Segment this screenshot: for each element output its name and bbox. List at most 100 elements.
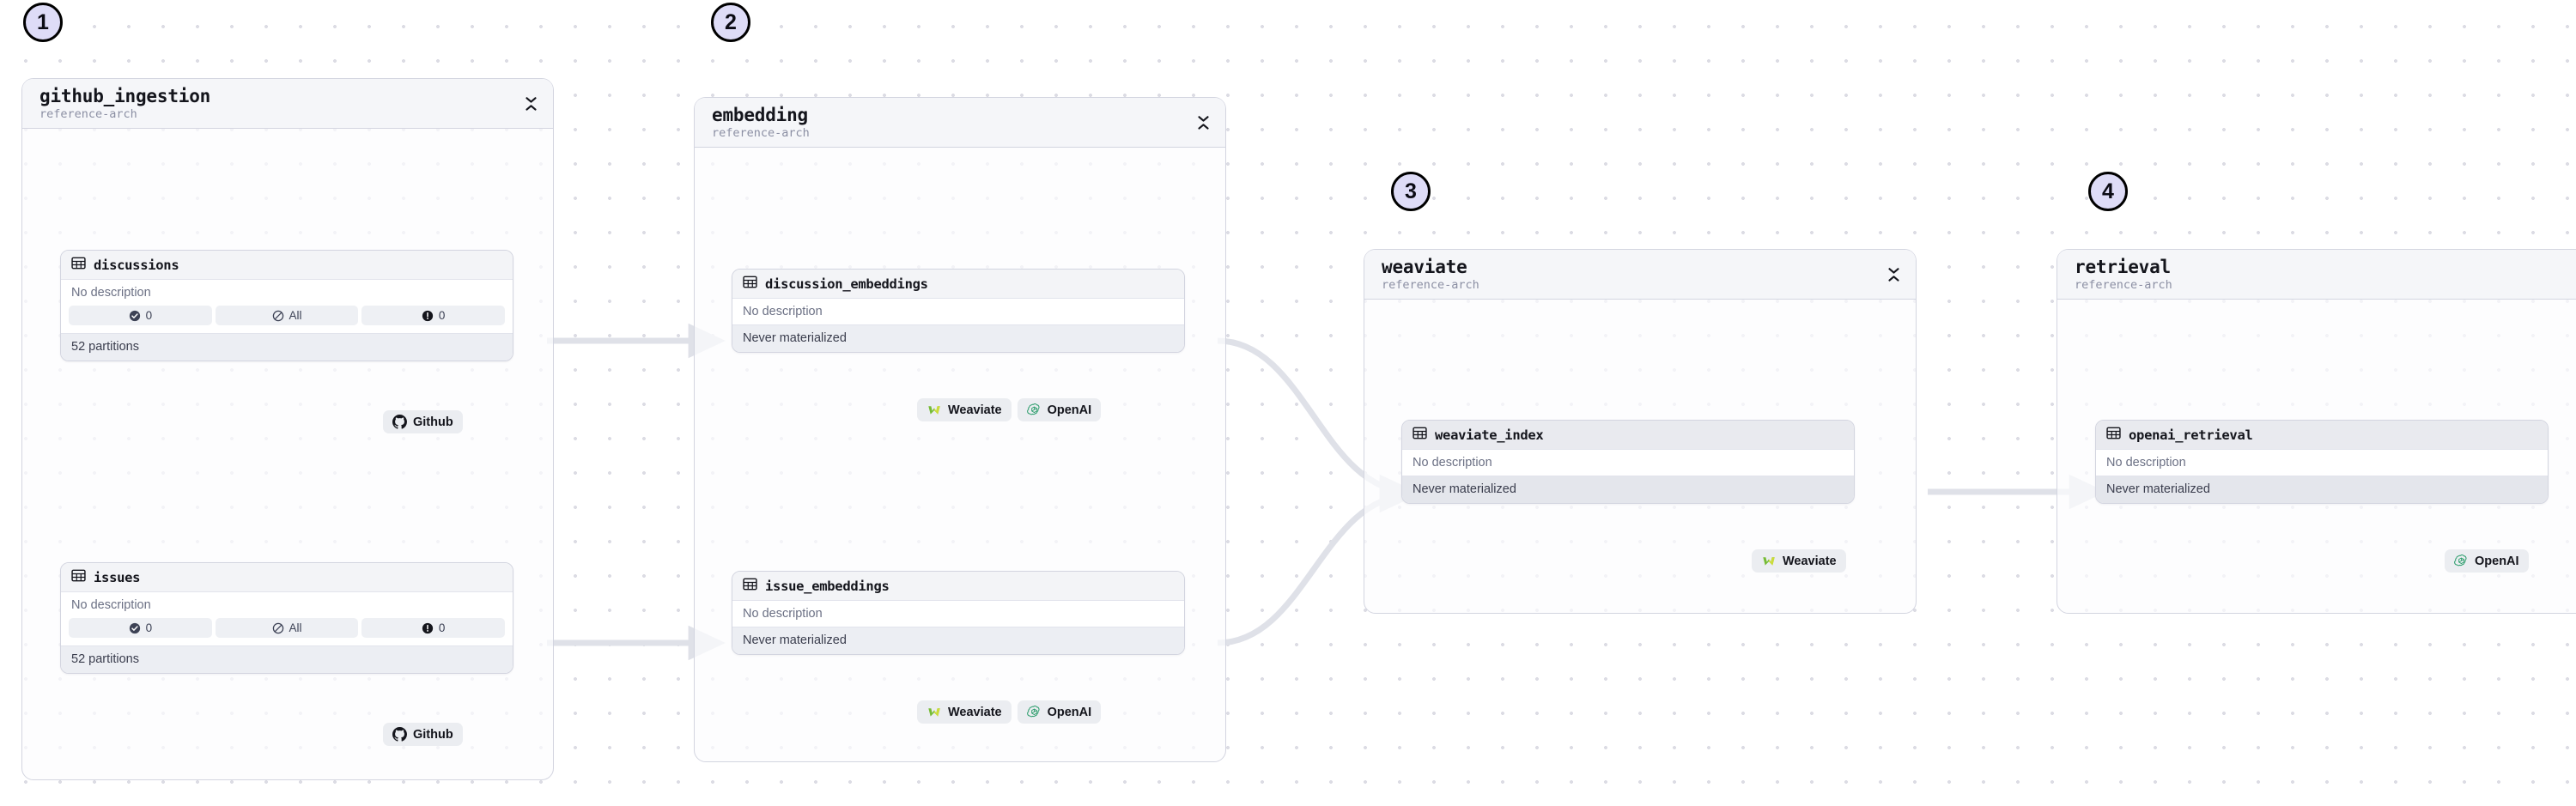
asset-header[interactable]: discussion_embeddings — [732, 270, 1184, 299]
asset-status-chips: 0 All 0 — [61, 618, 513, 645]
group-header[interactable]: weaviate reference-arch — [1364, 250, 1916, 300]
chevron-collapse-icon[interactable] — [523, 94, 538, 114]
tag-label: OpenAI — [2475, 554, 2519, 568]
group-title: github_ingestion — [39, 86, 211, 106]
asset-name: issue_embeddings — [765, 578, 890, 594]
asset-footer: Never materialized — [1402, 476, 1854, 503]
chip-label: All — [289, 309, 302, 322]
tag-label: OpenAI — [1047, 403, 1092, 417]
asset-node-openai-retrieval[interactable]: openai_retrieval No description Never ma… — [2095, 420, 2549, 504]
chip-failed-count[interactable]: 0 — [361, 618, 506, 638]
chip-label: 0 — [438, 621, 446, 634]
group-header[interactable]: retrieval reference-arch — [2057, 250, 2576, 300]
tag-weaviate[interactable]: Weaviate — [917, 700, 1012, 724]
asset-status-chips: 0 All 0 — [61, 306, 513, 333]
group-subtitle: reference-arch — [1382, 278, 1479, 292]
tag-label: Weaviate — [1783, 554, 1837, 568]
tag-label: Github — [413, 727, 453, 742]
table-icon — [71, 256, 86, 275]
chevron-collapse-icon[interactable] — [1195, 112, 1211, 133]
asset-description: No description — [61, 592, 513, 618]
group-subtitle: reference-arch — [39, 107, 137, 121]
chip-label: 0 — [145, 309, 153, 322]
asset-tags-discussions: Github — [383, 410, 463, 433]
asset-header[interactable]: issues — [61, 563, 513, 592]
asset-footer: 52 partitions — [61, 645, 513, 673]
asset-footer: 52 partitions — [61, 333, 513, 361]
chip-missing-count[interactable]: All — [215, 618, 359, 638]
slashed-circle-icon — [272, 310, 283, 321]
table-icon — [1413, 426, 1427, 445]
chip-failed-count[interactable]: 0 — [361, 306, 506, 325]
step-badge-3: 3 — [1391, 172, 1431, 211]
chip-materialized-count[interactable]: 0 — [69, 306, 212, 325]
tag-github[interactable]: Github — [383, 410, 463, 433]
asset-header[interactable]: openai_retrieval — [2096, 421, 2548, 450]
openai-icon — [2454, 554, 2469, 568]
asset-description: No description — [61, 280, 513, 306]
asset-name: issues — [94, 569, 141, 585]
asset-name: weaviate_index — [1435, 427, 1544, 443]
chip-label: 0 — [145, 621, 153, 634]
table-icon — [2106, 426, 2121, 445]
step-badge-1: 1 — [23, 3, 63, 42]
asset-header[interactable]: issue_embeddings — [732, 572, 1184, 601]
table-icon — [743, 577, 757, 596]
tag-github[interactable]: Github — [383, 723, 463, 746]
asset-node-issue-embeddings[interactable]: issue_embeddings No description Never ma… — [732, 571, 1185, 655]
tag-openai[interactable]: OpenAI — [1017, 398, 1102, 421]
asset-name: openai_retrieval — [2129, 427, 2253, 443]
chip-missing-count[interactable]: All — [215, 306, 359, 325]
asset-description: No description — [732, 601, 1184, 627]
tag-label: Github — [413, 415, 453, 429]
tag-label: OpenAI — [1047, 705, 1092, 719]
asset-header[interactable]: discussions — [61, 251, 513, 280]
asset-node-discussion-embeddings[interactable]: discussion_embeddings No description Nev… — [732, 269, 1185, 353]
tag-weaviate[interactable]: Weaviate — [917, 398, 1012, 421]
tag-openai[interactable]: OpenAI — [1017, 700, 1102, 724]
asset-node-issues[interactable]: issues No description 0 All 0 52 partiti… — [60, 562, 513, 674]
tag-weaviate[interactable]: Weaviate — [1752, 549, 1846, 573]
asset-description: No description — [1402, 450, 1854, 476]
table-icon — [71, 568, 86, 587]
weaviate-icon — [1761, 554, 1777, 569]
chip-label: All — [289, 621, 302, 634]
slashed-circle-icon — [272, 622, 283, 633]
group-header[interactable]: github_ingestion reference-arch — [22, 79, 553, 129]
tag-openai[interactable]: OpenAI — [2445, 549, 2529, 573]
group-title: weaviate — [1382, 257, 1467, 277]
github-icon — [392, 727, 407, 742]
asset-name: discussions — [94, 257, 179, 273]
asset-header[interactable]: weaviate_index — [1402, 421, 1854, 450]
group-title: embedding — [712, 105, 808, 125]
group-github-ingestion[interactable]: github_ingestion reference-arch — [21, 78, 554, 780]
alert-circle-icon — [422, 310, 434, 321]
asset-tags-issue-embeddings: Weaviate OpenAI — [917, 700, 1102, 724]
weaviate-icon — [927, 403, 942, 418]
asset-node-discussions[interactable]: discussions No description 0 All 0 52 pa… — [60, 250, 513, 361]
check-circle-icon — [129, 622, 140, 633]
asset-name: discussion_embeddings — [765, 276, 928, 292]
asset-description: No description — [732, 299, 1184, 324]
asset-tags-openai-retrieval: OpenAI — [2445, 549, 2529, 573]
group-embedding[interactable]: embedding reference-arch — [694, 97, 1226, 762]
chip-label: 0 — [438, 309, 446, 322]
asset-tags-issues: Github — [383, 723, 463, 746]
asset-description: No description — [2096, 450, 2548, 476]
alert-circle-icon — [422, 622, 434, 633]
asset-footer: Never materialized — [2096, 476, 2548, 503]
step-badge-2: 2 — [711, 3, 750, 42]
weaviate-icon — [927, 705, 942, 720]
asset-footer: Never materialized — [732, 324, 1184, 352]
openai-icon — [1026, 705, 1042, 719]
step-badge-4: 4 — [2088, 172, 2128, 211]
group-subtitle: reference-arch — [712, 126, 810, 140]
group-header[interactable]: embedding reference-arch — [695, 98, 1225, 148]
chip-materialized-count[interactable]: 0 — [69, 618, 212, 638]
check-circle-icon — [129, 310, 140, 321]
chevron-collapse-icon[interactable] — [1886, 264, 1901, 285]
asset-node-weaviate-index[interactable]: weaviate_index No description Never mate… — [1401, 420, 1855, 504]
group-title: retrieval — [2075, 257, 2171, 277]
group-subtitle: reference-arch — [2075, 278, 2172, 292]
